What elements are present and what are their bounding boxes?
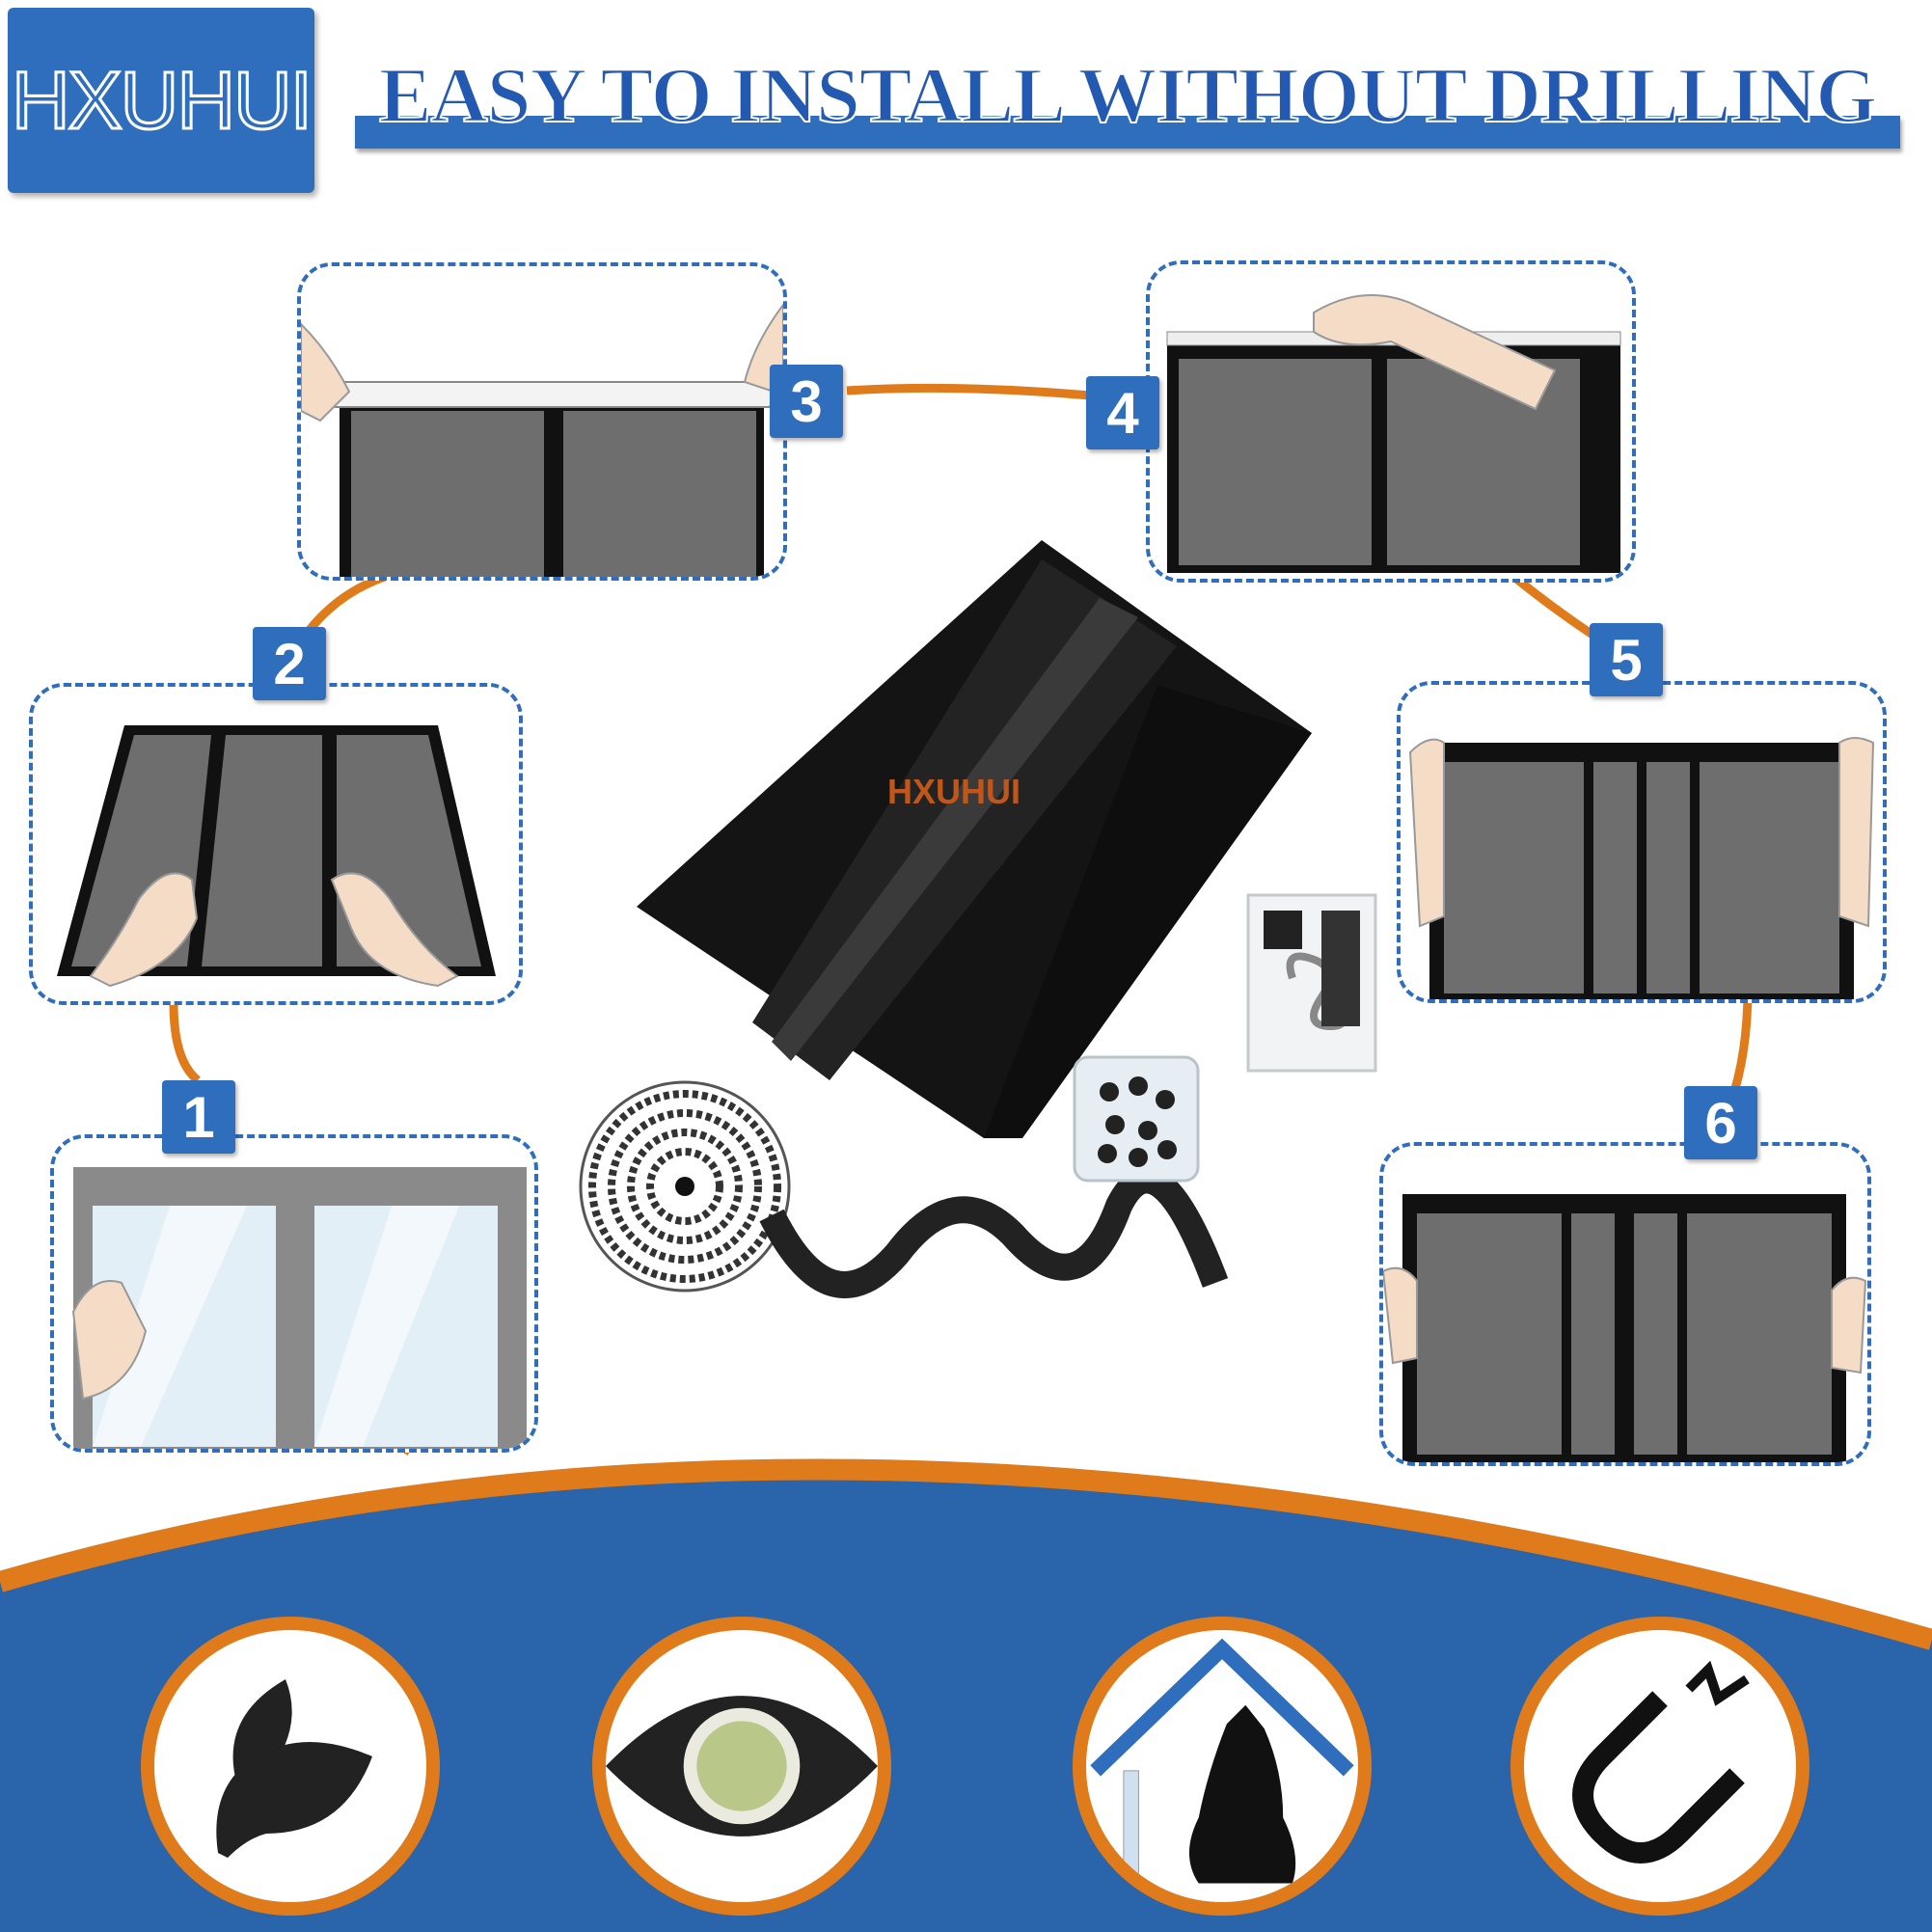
magnet-icon xyxy=(1572,1660,1750,1864)
step-1-illustration xyxy=(71,1167,527,1449)
step-4-badge: 4 xyxy=(1086,376,1159,449)
feature-magnet-circle xyxy=(1510,1617,1810,1916)
accessory-bag xyxy=(1246,893,1377,1073)
folded-mesh-screen xyxy=(637,540,1312,1138)
step-6-panel xyxy=(1379,1142,1871,1466)
step-3-illustration xyxy=(301,303,783,577)
step-1-panel xyxy=(50,1134,538,1453)
step-5-panel xyxy=(1397,681,1887,1003)
step-3-badge: 3 xyxy=(770,365,843,438)
step-1-badge: 1 xyxy=(162,1080,235,1154)
wave-orange-edge xyxy=(0,1458,1932,1650)
step-2-illustration xyxy=(57,725,496,988)
pet-house-icon xyxy=(1090,1638,1354,1885)
feature-pet-circle xyxy=(1073,1617,1372,1916)
product-watermark: HXUHUI xyxy=(887,772,1021,811)
bottom-wave xyxy=(0,1469,1932,1932)
step-6-badge: 6 xyxy=(1684,1086,1757,1159)
hook-tape-roll xyxy=(579,1080,1229,1298)
step-6-illustration xyxy=(1383,1194,1867,1462)
step-4-panel xyxy=(1146,260,1636,583)
step-2-panel xyxy=(29,683,523,1005)
title-underline-bar xyxy=(355,116,1900,149)
brand-label: HXUHUI xyxy=(10,53,313,147)
brand-logo: HXUHUI xyxy=(8,8,314,193)
step-5-badge: 5 xyxy=(1590,623,1663,696)
leaf-icon xyxy=(216,1679,372,1858)
step-4-illustration xyxy=(1166,294,1621,573)
step-5-illustration xyxy=(1408,737,1875,999)
feature-eye-circle xyxy=(592,1617,891,1916)
page-title: EASY TO INSTALL WITHOUT DRILLING xyxy=(378,50,1878,140)
screws-box xyxy=(1073,1055,1200,1183)
step-2-badge: 2 xyxy=(253,627,326,700)
feature-leaf-circle xyxy=(141,1617,440,1916)
step-3-panel xyxy=(297,262,787,581)
eye-icon xyxy=(606,1696,878,1837)
